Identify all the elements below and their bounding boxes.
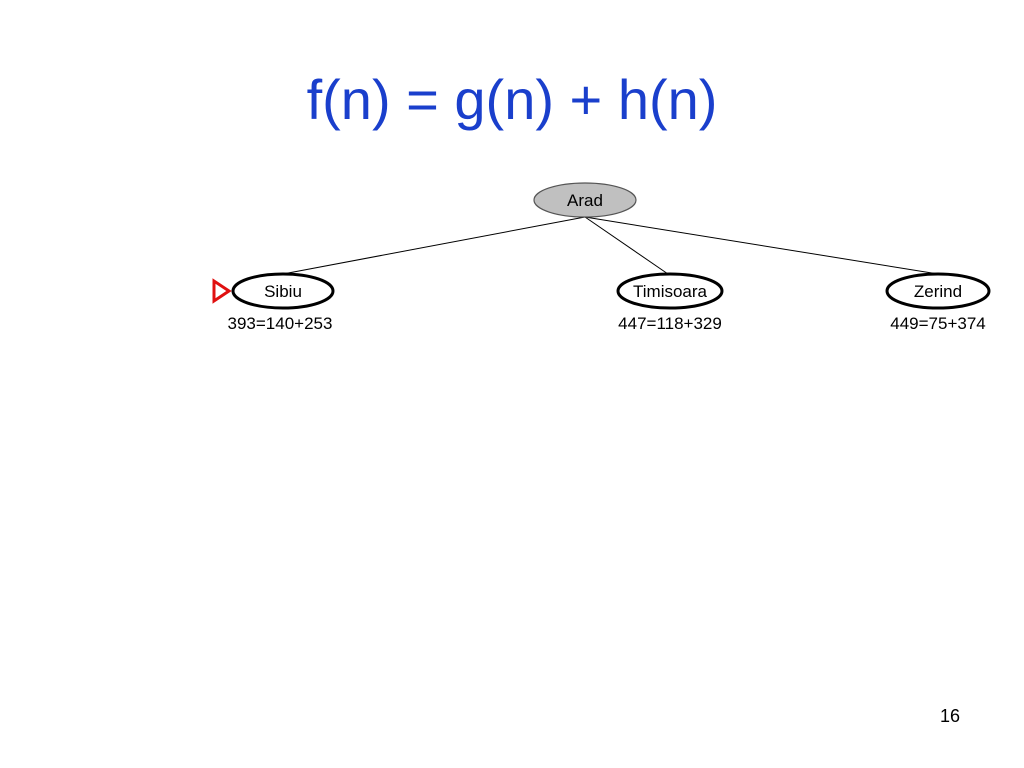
node-cost-timisoara: 447=118+329 [618,314,722,333]
node-ellipse-timisoara [616,272,724,310]
tree-node-root[interactable]: Arad [533,182,637,218]
node-cost-sibiu: 393=140+253 [228,314,333,333]
node-ellipse-zerind [885,272,991,310]
node-label-timisoara: Timisoara [633,282,708,301]
slide-title-text: f(n) = g(n) + h(n) [306,68,718,131]
tree-node-zerind[interactable]: Zerind 449=75+374 [885,272,991,333]
page-number: 16 [939,706,961,726]
red-triangle-pointer-icon [212,278,232,304]
edge-arad-zerind [584,216,939,275]
tree-node-sibiu[interactable]: Sibiu 393=140+253 [212,272,335,333]
edge-arad-timisoara [584,216,669,275]
slide-title: f(n) = g(n) + h(n) [0,62,1024,138]
node-label-sibiu: Sibiu [264,282,302,301]
edge-arad-sibiu [282,216,586,275]
node-cost-zerind: 449=75+374 [890,314,986,333]
node-ellipse-root [533,182,637,218]
node-label-root: Arad [567,191,603,210]
node-label-zerind: Zerind [914,282,962,301]
node-ellipse-sibiu [231,272,335,310]
tree-node-timisoara[interactable]: Timisoara 447=118+329 [616,272,724,333]
